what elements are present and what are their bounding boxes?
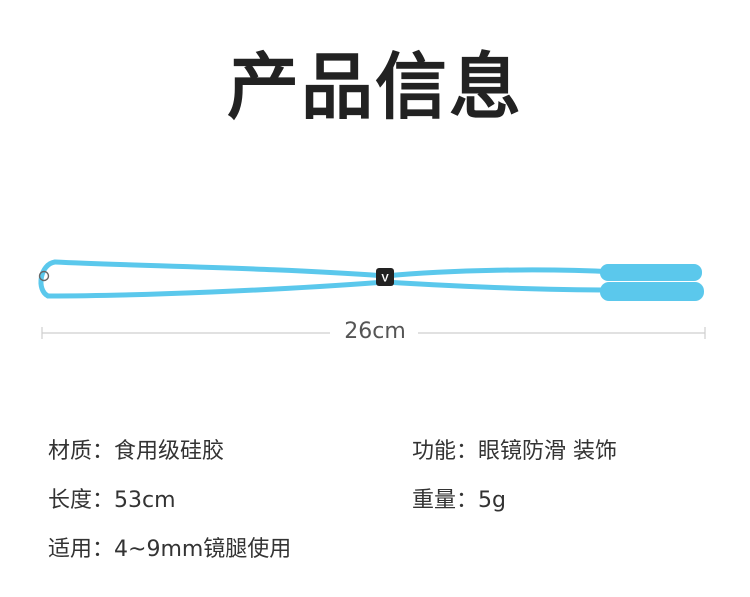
ear-grips [600,264,704,301]
spec-label: 重量： [412,488,479,513]
slider-bead: V [376,268,394,286]
spec-value: 5g [478,488,506,513]
end-ring [38,270,50,282]
dimension-line [41,327,706,339]
spec-label: 长度： [48,488,115,513]
spec-usage: 适用：4~9mm镜腿使用 [48,531,291,563]
spec-function: 功能：眼镜防滑 装饰 [412,433,617,465]
spec-list: 材质：食用级硅胶 功能：眼镜防滑 装饰 长度：53cm 重量：5g 适用：4~9… [0,425,750,575]
spec-label: 适用： [48,537,115,562]
spec-value: 眼镜防滑 装饰 [478,439,618,464]
spec-label: 材质： [48,439,115,464]
glasses-strap-image: V [38,259,706,339]
page-title: 产品信息 [226,45,523,129]
spec-length: 长度：53cm [48,482,176,514]
spec-material: 材质：食用级硅胶 [48,433,224,465]
dimension-label: 26cm [344,319,406,344]
spec-value: 53cm [114,488,176,513]
spec-label: 功能： [412,439,479,464]
spec-value: 食用级硅胶 [114,439,225,464]
spec-weight: 重量：5g [412,482,506,514]
bead-letter: V [381,273,389,285]
spec-value: 4~9mm镜腿使用 [114,537,292,562]
strap-cord [38,259,618,299]
